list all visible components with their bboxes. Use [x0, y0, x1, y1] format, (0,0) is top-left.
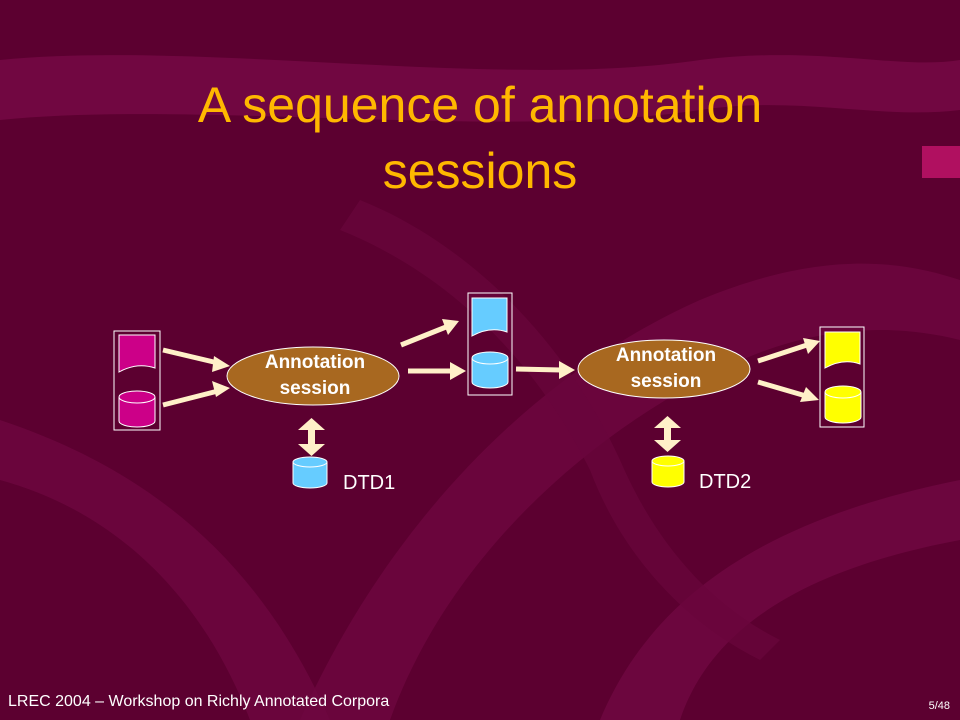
dtd2-label: DTD2 — [699, 471, 752, 493]
session-2-line-1: Annotation — [615, 345, 717, 366]
output-database-icon — [824, 385, 862, 424]
intermediate-database-icon — [471, 351, 509, 389]
annotation-session-1-shape — [226, 346, 400, 406]
corner-accent — [922, 146, 960, 178]
output-document-group — [819, 326, 865, 428]
footer-text: LREC 2004 – Workshop on Richly Annotated… — [8, 693, 390, 710]
arrow-session2-to-db — [757, 379, 807, 399]
arrow-doc-to-session1 — [162, 347, 219, 366]
arrowhead — [212, 356, 230, 372]
input-document-group — [113, 330, 161, 431]
dtd2-database-icon — [651, 455, 685, 488]
arrows-to-session-1 — [162, 347, 230, 408]
annotation-session-2-shape — [577, 339, 751, 399]
arrowhead — [212, 381, 230, 397]
output-document-icon — [824, 331, 861, 369]
session-1-line-2: session — [279, 378, 351, 399]
session-1-label: Annotation session — [225, 350, 405, 402]
arrowhead — [803, 338, 820, 354]
arrowhead — [442, 319, 459, 335]
intermediate-document-group — [467, 292, 513, 396]
intermediate-document-icon — [471, 297, 508, 337]
session2-dtd2-double-arrow — [654, 416, 681, 452]
arrows-from-session-1 — [400, 319, 466, 380]
input-database-icon — [118, 390, 156, 428]
output-group-frame — [819, 326, 865, 428]
arrow-session1-to-doc — [400, 324, 447, 348]
page-number: 5/48 — [928, 700, 950, 712]
slide-title: A sequence of annotation sessions — [0, 72, 960, 204]
arrow-to-session-2 — [515, 361, 575, 379]
dtd1-database-icon — [292, 456, 328, 489]
title-line-1: A sequence of annotation — [197, 77, 763, 133]
arrow-db-to-session1 — [162, 388, 219, 408]
arrows-from-session-2 — [757, 338, 820, 402]
arrowhead — [450, 362, 466, 380]
input-group-frame — [113, 330, 161, 431]
arrowhead — [800, 387, 819, 402]
session1-dtd1-double-arrow — [298, 418, 325, 456]
arrowhead — [559, 361, 575, 379]
arrow-session2-to-doc — [757, 342, 808, 364]
dtd1-label: DTD1 — [343, 472, 396, 494]
session-1-line-1: Annotation — [264, 352, 366, 373]
session-2-label: Annotation session — [576, 343, 756, 395]
session-2-line-2: session — [630, 371, 702, 392]
title-line-2: sessions — [382, 143, 578, 199]
input-document-icon — [118, 334, 156, 373]
intermediate-group-frame — [467, 292, 513, 396]
